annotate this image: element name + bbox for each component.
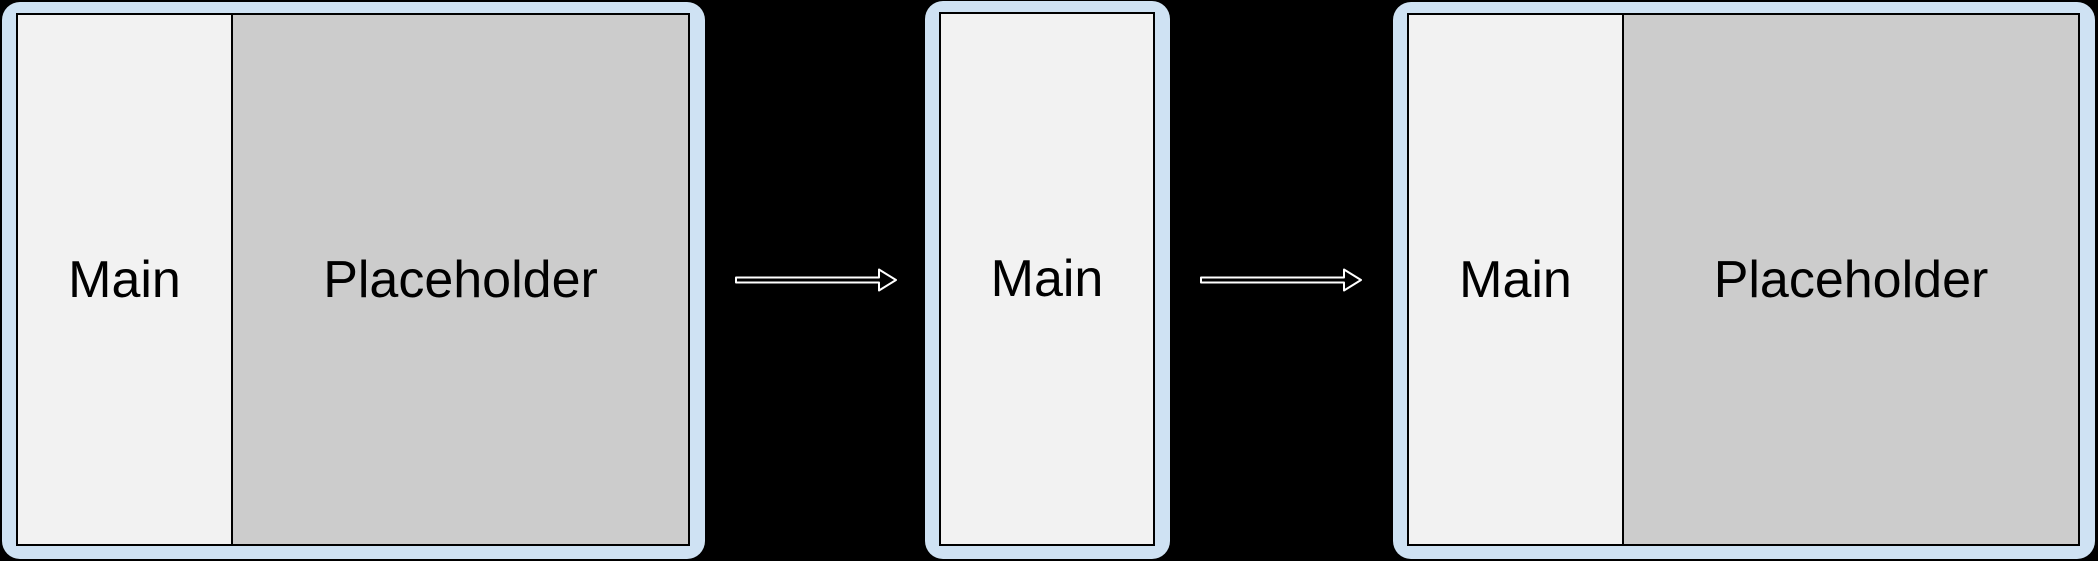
placeholder-pane-label: Placeholder [1713, 250, 1989, 309]
main-pane-label: Main [68, 250, 181, 309]
window-content: Main Placeholder [16, 13, 690, 546]
right-arrow-shape [1200, 268, 1362, 292]
right-arrow-icon [1200, 268, 1362, 292]
expanded-window-before: Main Placeholder [2, 2, 705, 559]
main-pane: Main [941, 14, 1153, 544]
main-pane: Main [18, 15, 233, 544]
window-content: Main Placeholder [1407, 13, 2080, 546]
main-pane-label: Main [1459, 250, 1572, 309]
placeholder-pane: Placeholder [233, 15, 688, 544]
right-arrow-shape [735, 268, 897, 292]
window-content: Main [939, 12, 1155, 546]
placeholder-pane: Placeholder [1624, 15, 2078, 544]
compact-window: Main [925, 1, 1170, 559]
main-pane: Main [1409, 15, 1624, 544]
right-arrow-icon [735, 268, 897, 292]
main-pane-label: Main [990, 250, 1104, 308]
expanded-window-after: Main Placeholder [1393, 2, 2095, 559]
placeholder-pane-label: Placeholder [323, 250, 598, 309]
